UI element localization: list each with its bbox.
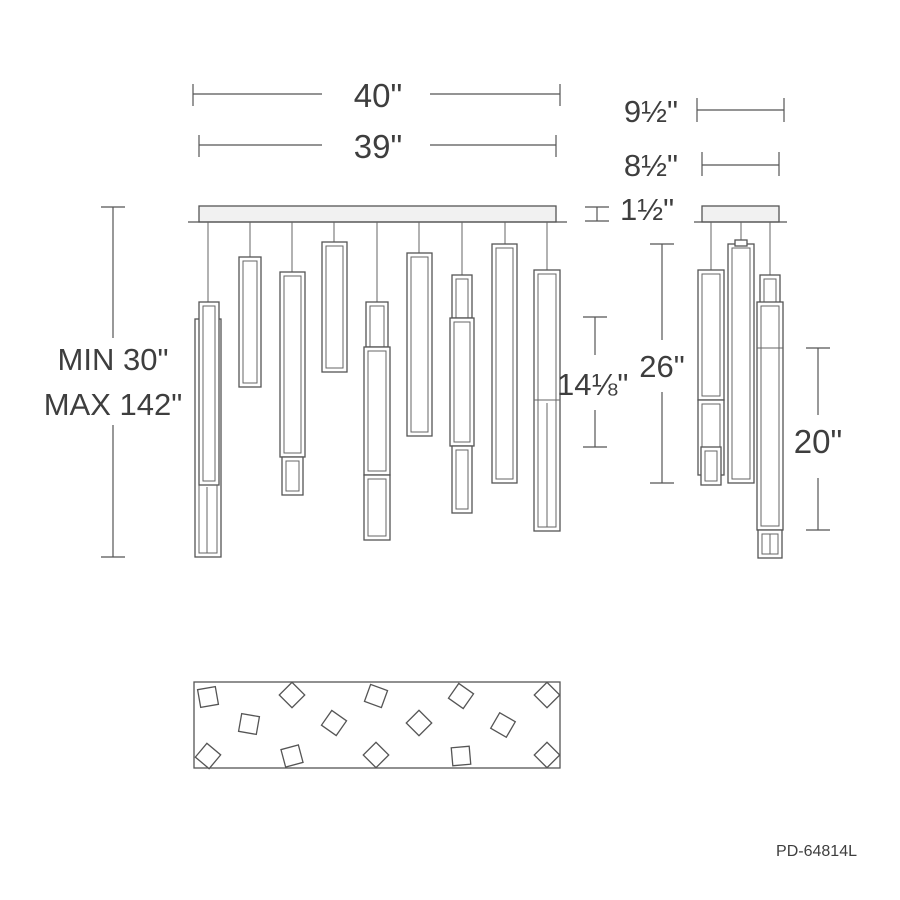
pendant-7: [449, 222, 475, 514]
canopy-width-label: 39": [354, 128, 402, 165]
side-pendant-3: [756, 222, 784, 559]
pendant-4: [321, 222, 348, 373]
side-drop-label: 26": [639, 349, 685, 384]
side-canopy-depth-label: 8½": [624, 148, 678, 183]
dimension-overall-width: 40": [192, 77, 561, 114]
pendant-6: [406, 222, 433, 437]
side-overall-depth-label: 9½": [624, 94, 678, 129]
dimension-canopy-height: 1½": [585, 192, 674, 227]
overall-height-max-label: MAX 142": [44, 387, 183, 422]
pendant-length-label: 14⅛": [557, 367, 628, 402]
side-pendant-2: [727, 222, 755, 484]
dimension-canopy-width: 39": [198, 128, 557, 165]
dimension-overall-height: MIN 30" MAX 142": [44, 206, 183, 558]
dimension-side-short: 20": [794, 347, 842, 531]
dimension-pendant-length: 14⅛": [557, 316, 628, 448]
pendant-1: [194, 222, 222, 558]
front-canopy: [188, 205, 567, 223]
overall-width-label: 40": [354, 77, 402, 114]
pendant-9: [533, 222, 561, 532]
model-number: PD-64814L: [776, 843, 857, 860]
dimension-side-overall-depth: 9½": [624, 94, 785, 129]
canopy-height-label: 1½": [620, 192, 674, 227]
side-short-label: 20": [794, 423, 842, 460]
overall-height-min-label: MIN 30": [58, 342, 169, 377]
side-pendant-1: [697, 222, 725, 486]
pendant-5: [363, 222, 391, 541]
pendant-2: [238, 222, 262, 388]
side-view: [694, 205, 787, 559]
dimension-side-drop: 26": [639, 243, 685, 484]
dimension-side-canopy-depth: 8½": [624, 148, 780, 183]
plan-view: [193, 681, 561, 770]
pendant-8: [491, 222, 518, 484]
pendant-3: [279, 222, 306, 496]
front-pendants: [194, 222, 561, 558]
